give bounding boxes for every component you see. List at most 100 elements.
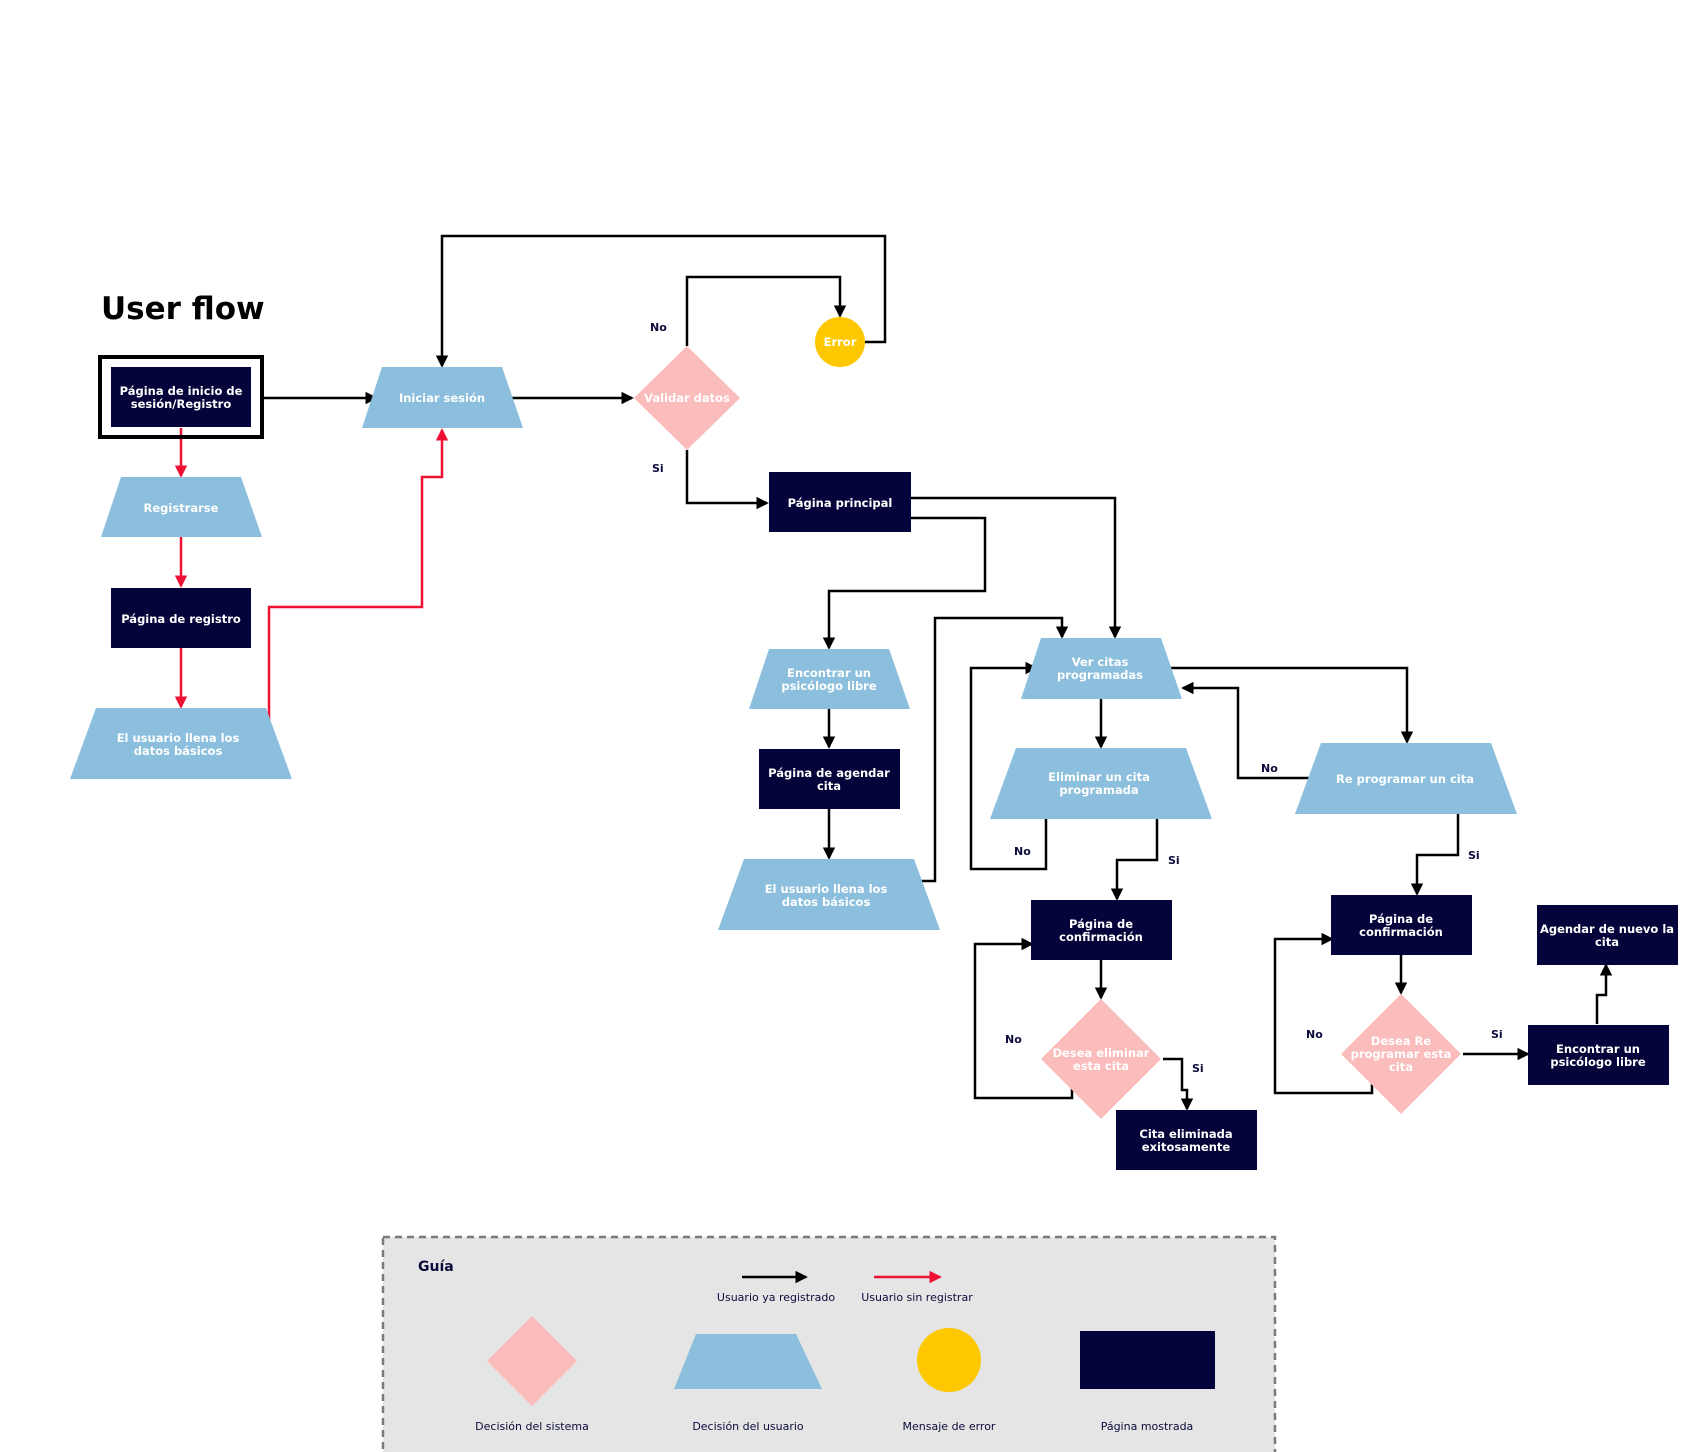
- node-registrarse[interactable]: Registrarse: [101, 477, 262, 537]
- legend: Guía Usuario ya registrado Usuario sin r…: [381, 1235, 1277, 1452]
- node-encontrar1-line2: psicólogo libre: [781, 679, 877, 693]
- node-iniciar-sesion[interactable]: Iniciar sesión: [362, 367, 523, 428]
- legend-unregistered-label: Usuario sin registrar: [861, 1291, 973, 1304]
- diagram-title: User flow: [101, 291, 265, 327]
- legend-system-decision-label: Decisión del sistema: [475, 1420, 589, 1433]
- node-agendar-nuevo-line2: cita: [1595, 935, 1619, 949]
- node-ver-citas-line1: Ver citas: [1072, 655, 1129, 669]
- legend-diamond-shape: [487, 1316, 577, 1406]
- edge-encontrar2-to-agendar-nuevo: [1595, 963, 1613, 1024]
- node-inicio-line2: sesión/Registro: [131, 397, 232, 411]
- edge-label-eliminar-no: No: [1014, 845, 1031, 858]
- node-agendar-line2: cita: [817, 779, 841, 793]
- legend-user-decision-label: Decisión del usuario: [692, 1420, 804, 1433]
- node-ver-citas-line2: programadas: [1057, 668, 1143, 682]
- edge-validar-si-to-principal: [685, 450, 769, 510]
- edge-eliminar-si-to-confirm: [1110, 819, 1159, 901]
- edge-reprogramar-no-to-ver-citas: [1181, 681, 1317, 780]
- node-error[interactable]: Error: [815, 317, 865, 367]
- node-iniciar-label: Iniciar sesión: [399, 391, 485, 405]
- edge-validar-no-to-error: [685, 275, 847, 346]
- edge-llena-to-iniciar: [267, 428, 449, 741]
- node-principal-label: Página principal: [788, 496, 893, 510]
- node-eliminada-line1: Cita eliminada: [1139, 1127, 1232, 1141]
- node-reprogramar-label: Re programar un cita: [1336, 772, 1474, 786]
- node-llena1-line1: El usuario llena los: [117, 731, 240, 745]
- node-error-label: Error: [824, 335, 857, 349]
- legend-trapezoid-shape: [674, 1334, 822, 1389]
- node-validar-label: Validar datos: [644, 391, 730, 405]
- edge-error-to-iniciar: [435, 234, 887, 368]
- node-pagina-registro-label: Página de registro: [121, 612, 241, 626]
- edge-label-desea-eliminar-no: No: [1005, 1033, 1022, 1046]
- legend-title: Guía: [418, 1259, 454, 1275]
- edge-label-validar-si: Si: [652, 462, 664, 475]
- node-llena2-line2: datos básicos: [782, 895, 871, 909]
- node-validar-datos[interactable]: Validar datos: [634, 346, 740, 450]
- edge-label-desea-reprogramar-no: No: [1306, 1028, 1323, 1041]
- legend-error-label: Mensaje de error: [903, 1420, 996, 1433]
- edge-desea-reprogramar-no-to-confirm: [1273, 932, 1374, 1095]
- edge-desea-eliminar-si-to-eliminada: [1163, 1057, 1194, 1111]
- node-encontrar2-line2: psicólogo libre: [1550, 1055, 1646, 1069]
- node-pagina-registro[interactable]: Página de registro: [111, 588, 251, 648]
- node-desea-reprogramar-line3: cita: [1389, 1060, 1413, 1074]
- edge-label-reprogramar-si: Si: [1468, 849, 1480, 862]
- node-confirm2-line2: confirmación: [1359, 925, 1443, 939]
- edge-principal-to-encontrar: [822, 516, 987, 650]
- edge-eliminar-no-to-ver-citas: [969, 661, 1048, 871]
- node-eliminar-line2: programada: [1059, 783, 1138, 797]
- legend-rect-shape: [1080, 1331, 1215, 1389]
- node-registrarse-label: Registrarse: [144, 501, 219, 515]
- edges: [174, 234, 1613, 1111]
- edge-reprogramar-si-to-confirm: [1410, 814, 1460, 896]
- edge-label-desea-eliminar-si: Si: [1192, 1062, 1204, 1075]
- legend-page-label: Página mostrada: [1101, 1420, 1194, 1433]
- node-agendar-nuevo-line1: Agendar de nuevo la: [1540, 922, 1674, 936]
- edge-label-validar-no: No: [650, 321, 667, 334]
- node-llena2-line1: El usuario llena los: [765, 882, 888, 896]
- edge-labels: No Si No Si No Si No Si No Si: [650, 321, 1503, 1075]
- node-desea-eliminar-line2: esta cita: [1073, 1059, 1129, 1073]
- node-eliminar-line1: Eliminar un cita: [1048, 770, 1150, 784]
- node-confirm1-line1: Página de: [1069, 917, 1133, 931]
- node-desea-reprogramar-line2: programar esta: [1351, 1047, 1452, 1061]
- node-reprogramar-cita[interactable]: Re programar un cita: [1295, 743, 1517, 814]
- legend-circle-shape: [917, 1328, 981, 1392]
- node-desea-eliminar-line1: Desea eliminar: [1053, 1046, 1150, 1060]
- node-agendar-line1: Página de agendar: [768, 766, 890, 780]
- node-inicio-line1: Página de inicio de: [120, 384, 243, 398]
- node-confirm2-line1: Página de: [1369, 912, 1433, 926]
- node-pagina-principal[interactable]: Página principal: [769, 472, 911, 532]
- edge-label-eliminar-si: Si: [1168, 854, 1180, 867]
- legend-registered-label: Usuario ya registrado: [717, 1291, 835, 1304]
- edge-label-reprogramar-no: No: [1261, 762, 1278, 775]
- edge-ver-citas-to-reprogramar: [1164, 666, 1414, 744]
- node-encontrar1-line1: Encontrar un: [787, 666, 871, 680]
